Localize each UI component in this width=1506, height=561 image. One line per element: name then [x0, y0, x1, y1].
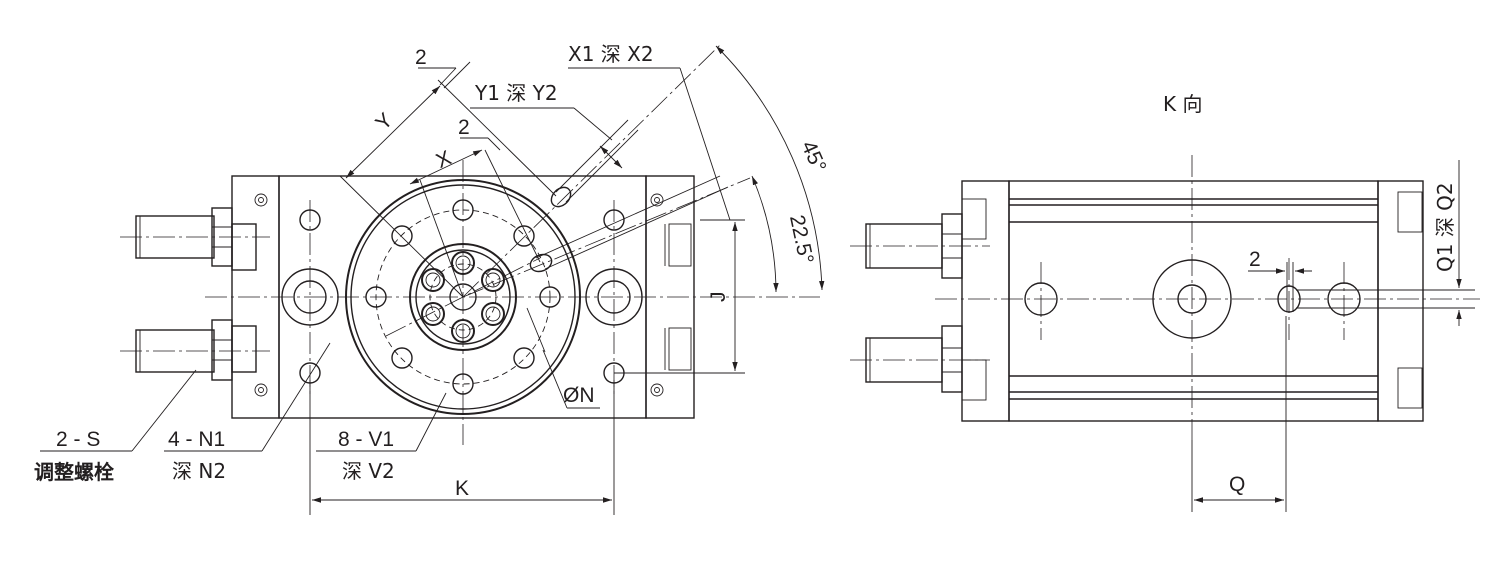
adjusting-bolt-top [135, 207, 257, 271]
label-q: Q [1229, 473, 1245, 496]
label-depth-v2: 深 V2 [342, 459, 395, 483]
label-y1-depth-y2: Y1 深 Y2 [474, 81, 558, 105]
end-plate-screws [254, 193, 664, 397]
label-2-top: 2 [415, 46, 427, 69]
k-right-plate [1377, 180, 1424, 422]
label-k: K [455, 477, 469, 500]
angle-22-5 [751, 175, 779, 293]
label-x1-depth-x2: X1 深 X2 [568, 42, 654, 66]
k-bolt-top [865, 213, 963, 279]
label-2-s: 2 - S [56, 428, 100, 451]
label-depth-n2: 深 N2 [172, 459, 226, 483]
angle-45 [715, 45, 825, 291]
right-slot-bottom [668, 327, 692, 371]
right-slot-top [668, 223, 692, 267]
front-view [40, 44, 825, 515]
label-q1-depth-q2: Q1 深 Q2 [1433, 182, 1457, 272]
label-adjusting-bolt: 调整螺栓 [34, 460, 114, 484]
front-centerlines [120, 44, 820, 445]
dim-y [345, 85, 441, 179]
label-4-n1: 4 - N1 [168, 428, 225, 451]
label-k-view: K 向 [1163, 92, 1202, 116]
k-body [1008, 180, 1379, 422]
k-bolt-bottom [865, 325, 963, 393]
dim-x [409, 149, 483, 185]
label-2-mid: 2 [458, 116, 470, 139]
label-j: J [707, 292, 730, 303]
label-45: 45° [797, 137, 831, 175]
k-left-plate [961, 180, 1010, 422]
adjusting-bolt-bottom [135, 319, 257, 381]
hole-x1 [529, 253, 553, 273]
labels: 2 X1 深 X2 Y1 深 Y2 2 Y X 45° 22.5° J ØN 2… [34, 42, 1457, 500]
label-2-right: 2 [1249, 248, 1261, 271]
k-view [850, 155, 1480, 512]
label-x: X [433, 146, 455, 173]
hole-y1 [550, 186, 572, 208]
label-diameter-n: ØN [563, 384, 595, 407]
label-8-v1: 8 - V1 [338, 428, 394, 451]
